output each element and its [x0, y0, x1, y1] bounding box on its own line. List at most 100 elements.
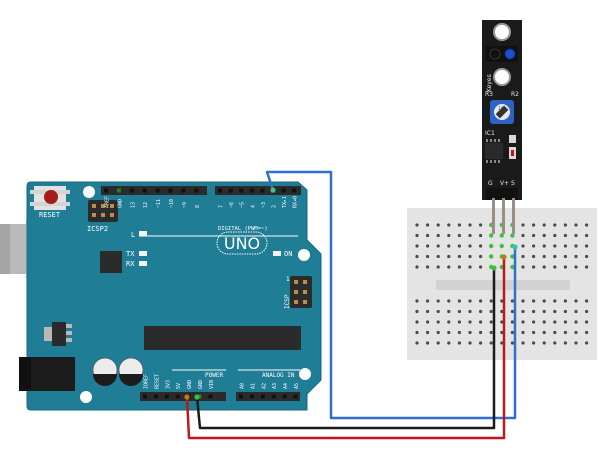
- breadboard-hole[interactable]: [447, 223, 451, 227]
- breadboard-hole[interactable]: [415, 320, 419, 324]
- header-pin-D3[interactable]: [260, 188, 265, 193]
- breadboard-hole[interactable]: [585, 309, 589, 314]
- breadboard-hole[interactable]: [574, 309, 578, 314]
- breadboard-hole[interactable]: [468, 223, 472, 227]
- breadboard-hole[interactable]: [447, 341, 451, 345]
- breadboard-hole[interactable]: [542, 309, 546, 314]
- header-pin-DTX1[interactable]: [281, 188, 286, 193]
- breadboard-hole[interactable]: [479, 233, 483, 238]
- breadboard-hole[interactable]: [532, 265, 536, 269]
- breadboard-hole[interactable]: [436, 299, 440, 303]
- breadboard-hole[interactable]: [489, 243, 494, 249]
- breadboard-hole[interactable]: [479, 309, 483, 314]
- breadboard-hole[interactable]: [468, 320, 472, 324]
- breadboard-hole[interactable]: [468, 254, 472, 259]
- breadboard-hole[interactable]: [585, 244, 589, 248]
- breadboard-hole[interactable]: [415, 309, 419, 314]
- breadboard-hole[interactable]: [500, 309, 504, 314]
- breadboard-hole[interactable]: [426, 309, 430, 314]
- breadboard-hole[interactable]: [510, 309, 514, 314]
- breadboard-hole[interactable]: [563, 244, 568, 248]
- breadboard-hole[interactable]: [574, 330, 578, 335]
- breadboard-hole[interactable]: [447, 254, 451, 259]
- wire-ground[interactable]: [195, 268, 496, 430]
- breadboard-hole[interactable]: [521, 299, 525, 303]
- breadboard-hole[interactable]: [489, 320, 493, 324]
- breadboard-hole[interactable]: [574, 254, 578, 259]
- breadboard-hole[interactable]: [500, 330, 504, 335]
- breadboard-hole[interactable]: [500, 320, 504, 324]
- header-pin-A2[interactable]: [260, 394, 265, 399]
- breadboard-hole[interactable]: [563, 341, 568, 345]
- header-pin-VIN[interactable]: [208, 394, 213, 399]
- breadboard-hole[interactable]: [574, 320, 578, 324]
- breadboard-hole[interactable]: [436, 330, 440, 335]
- breadboard-hole[interactable]: [457, 233, 461, 238]
- breadboard-hole[interactable]: [415, 299, 419, 303]
- breadboard-hole[interactable]: [457, 223, 461, 227]
- breadboard-hole[interactable]: [479, 223, 483, 227]
- breadboard-hole[interactable]: [500, 299, 504, 303]
- breadboard-hole[interactable]: [489, 233, 494, 238]
- breadboard-hole[interactable]: [553, 223, 557, 227]
- breadboard-hole[interactable]: [563, 254, 568, 259]
- breadboard-hole[interactable]: [521, 309, 525, 314]
- breadboard-hole[interactable]: [510, 254, 515, 259]
- breadboard-hole[interactable]: [574, 233, 578, 238]
- breadboard-hole[interactable]: [426, 223, 430, 227]
- breadboard-hole[interactable]: [479, 320, 483, 324]
- breadboard-hole[interactable]: [415, 341, 419, 345]
- breadboard-hole[interactable]: [574, 223, 578, 227]
- breadboard-hole[interactable]: [532, 299, 536, 303]
- breadboard-hole[interactable]: [553, 341, 557, 345]
- header-pin-D7[interactable]: [218, 188, 222, 193]
- header-pin-8[interactable]: [194, 188, 199, 193]
- breadboard-hole[interactable]: [553, 320, 557, 324]
- breadboard-hole[interactable]: [553, 244, 557, 248]
- breadboard-hole[interactable]: [468, 330, 472, 335]
- breadboard-hole[interactable]: [426, 330, 430, 335]
- breadboard-hole[interactable]: [574, 244, 578, 248]
- breadboard-hole[interactable]: [436, 320, 440, 324]
- breadboard-hole[interactable]: [447, 330, 451, 335]
- breadboard-hole[interactable]: [563, 309, 568, 314]
- breadboard-hole[interactable]: [415, 265, 419, 269]
- breadboard-hole[interactable]: [563, 223, 568, 227]
- breadboard-hole[interactable]: [436, 254, 440, 259]
- breadboard-hole[interactable]: [457, 341, 461, 345]
- breadboard-hole[interactable]: [489, 341, 493, 345]
- breadboard-hole[interactable]: [479, 341, 483, 345]
- breadboard-hole[interactable]: [426, 265, 430, 269]
- header-pin-A1[interactable]: [249, 394, 254, 399]
- header-pin-RESET[interactable]: [153, 394, 158, 399]
- breadboard-hole[interactable]: [542, 265, 546, 269]
- breadboard-hole[interactable]: [532, 244, 536, 248]
- breadboard-hole[interactable]: [436, 341, 440, 345]
- breadboard-hole[interactable]: [479, 244, 483, 248]
- breadboard-hole[interactable]: [457, 265, 461, 269]
- breadboard-hole[interactable]: [542, 341, 546, 345]
- header-pin-GND[interactable]: [116, 188, 121, 193]
- breadboard-hole[interactable]: [436, 233, 440, 238]
- breadboard-hole[interactable]: [532, 330, 536, 335]
- breadboard-hole[interactable]: [457, 309, 461, 314]
- breadboard-hole[interactable]: [532, 233, 536, 238]
- breadboard-hole[interactable]: [563, 320, 568, 324]
- breadboard-hole[interactable]: [521, 320, 525, 324]
- breadboard-hole[interactable]: [542, 223, 546, 227]
- header-pin-DRX0[interactable]: [292, 188, 297, 193]
- breadboard-hole[interactable]: [457, 330, 461, 335]
- breadboard-hole[interactable]: [489, 299, 493, 303]
- breadboard-hole[interactable]: [585, 254, 589, 259]
- breadboard-hole[interactable]: [542, 330, 546, 335]
- breadboard-hole[interactable]: [510, 320, 514, 324]
- breadboard-hole[interactable]: [468, 341, 472, 345]
- breadboard-hole[interactable]: [468, 265, 472, 269]
- breadboard-hole[interactable]: [585, 341, 589, 345]
- breadboard-hole[interactable]: [574, 299, 578, 303]
- header-pin-D4[interactable]: [249, 188, 254, 193]
- header-pin-5V[interactable]: [175, 394, 180, 399]
- breadboard-hole[interactable]: [499, 243, 504, 249]
- breadboard-hole[interactable]: [447, 320, 451, 324]
- header-pin-12[interactable]: [142, 188, 147, 193]
